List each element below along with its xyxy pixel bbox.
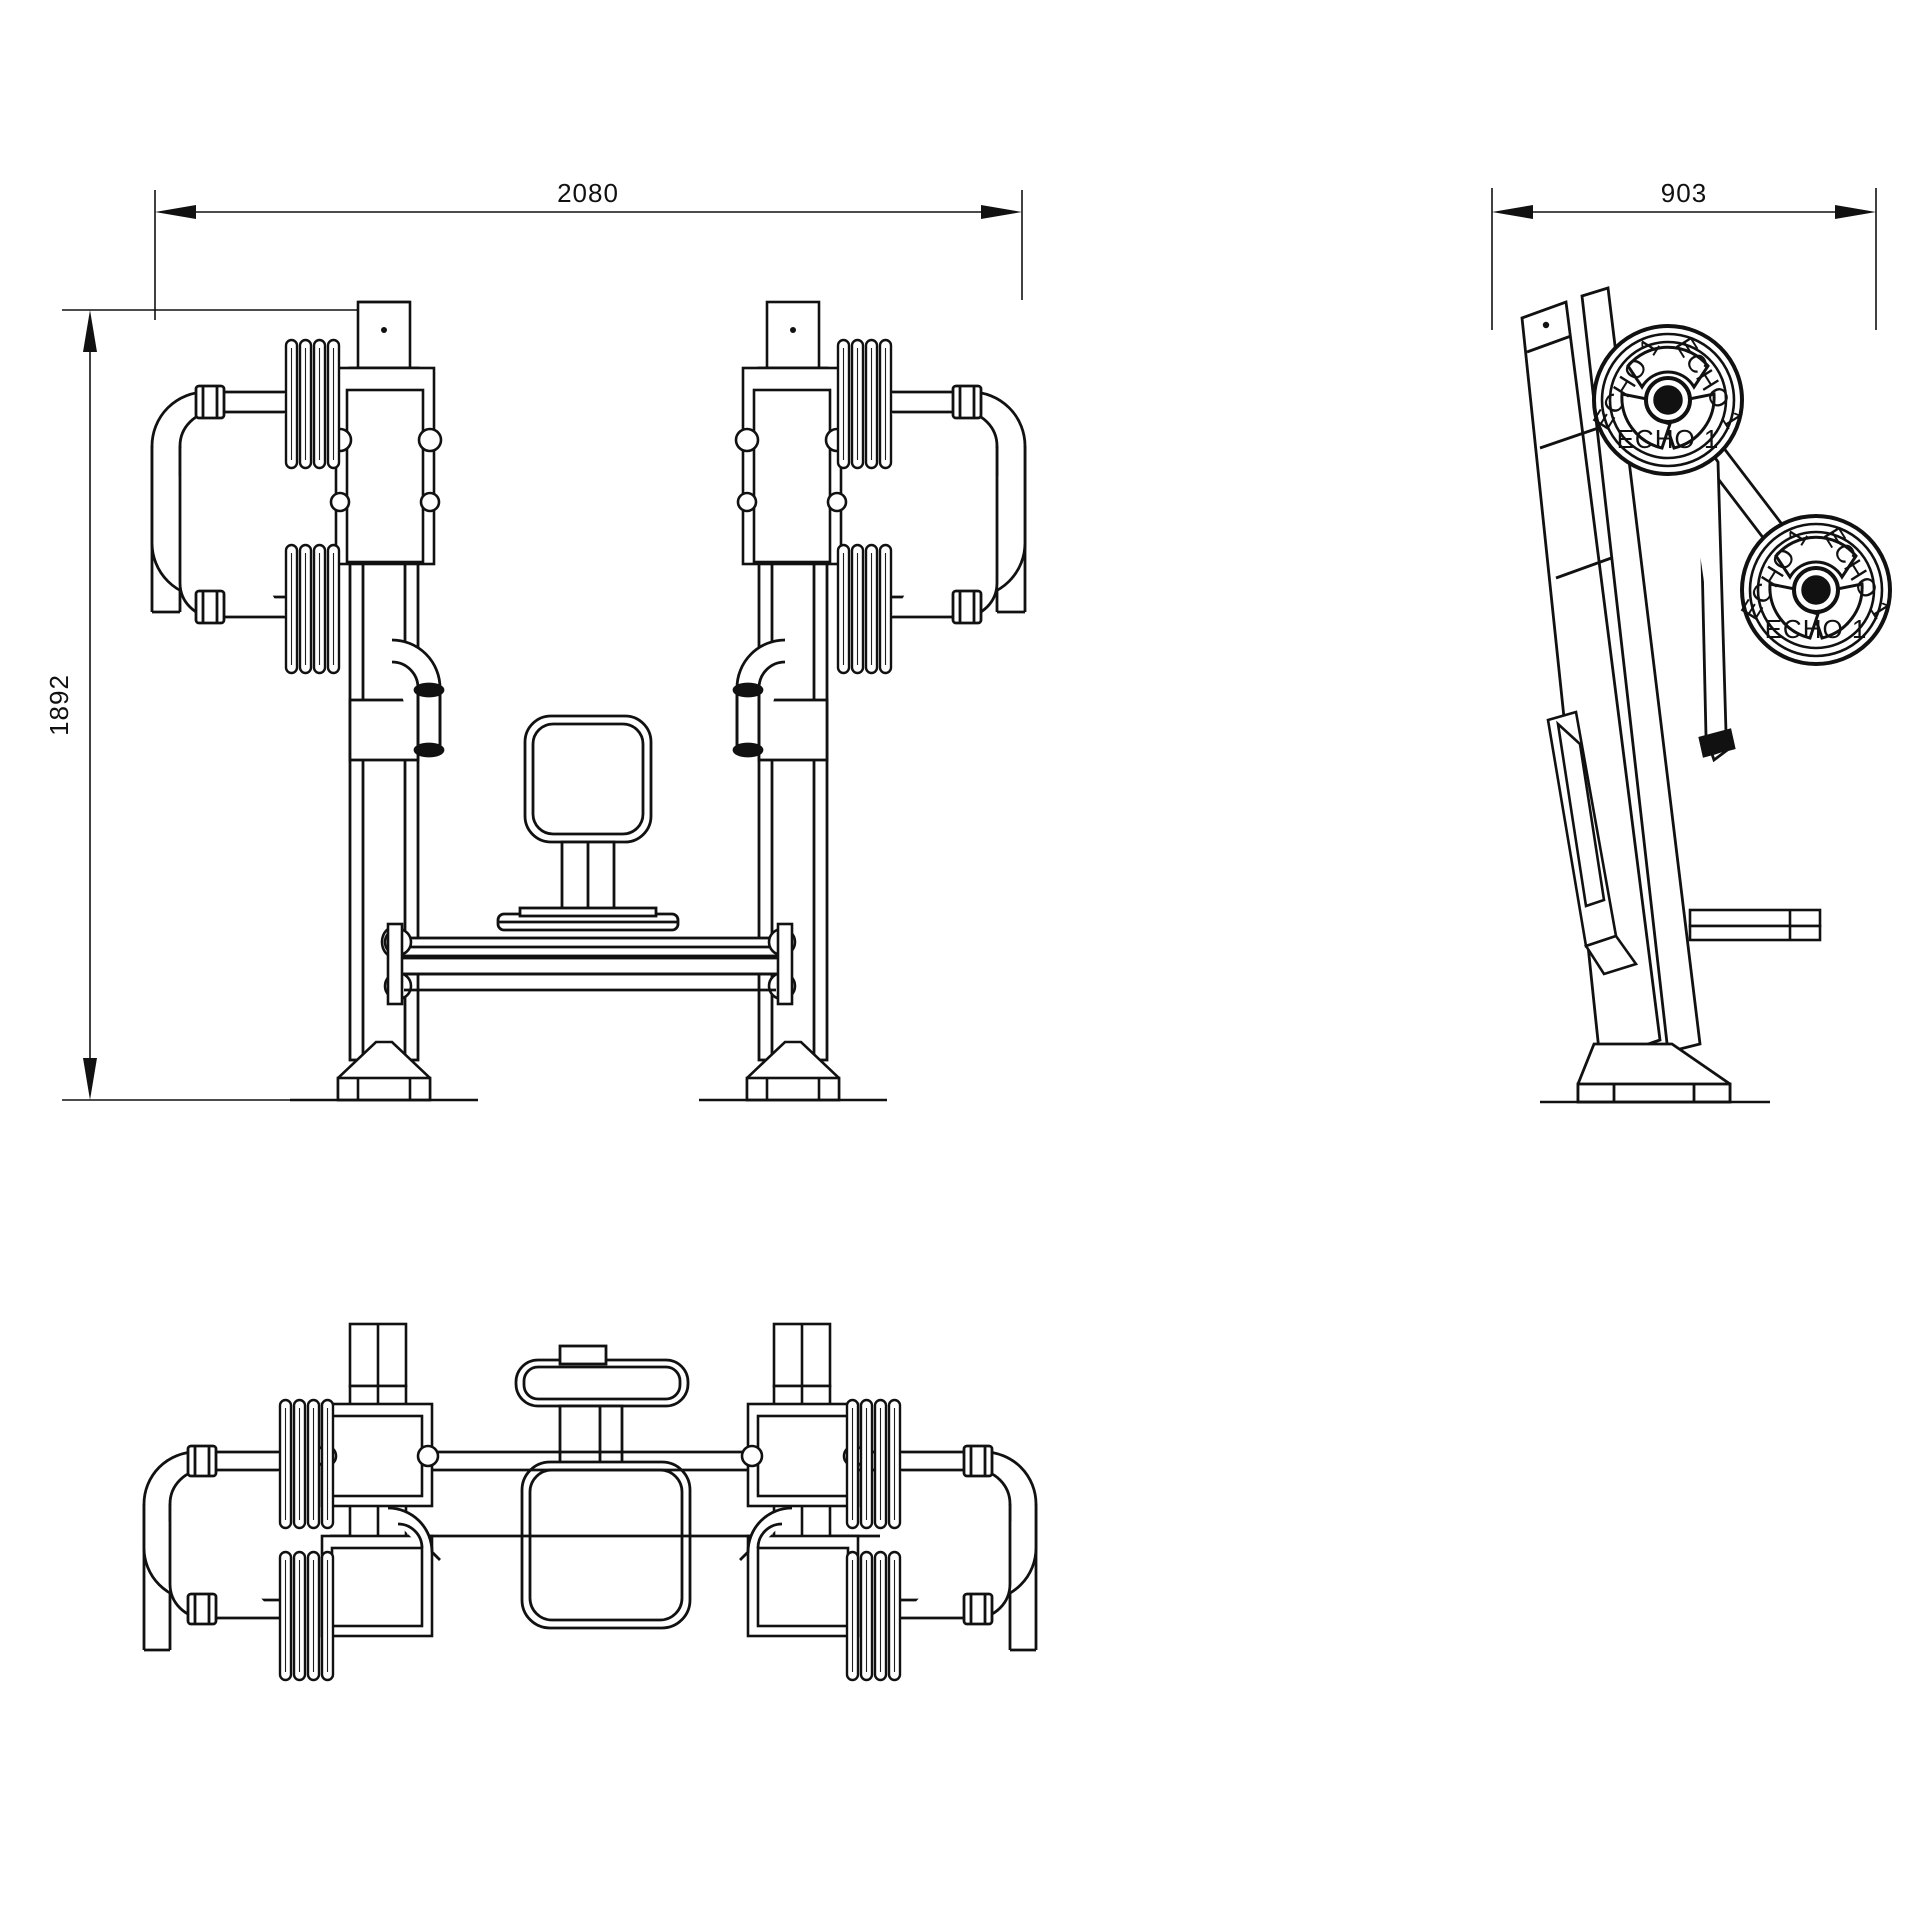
side-backrest (1546, 710, 1639, 976)
dim-arrow-right (981, 205, 1022, 219)
top-right-assembly (739, 1322, 1038, 1682)
side-post-inner-rail (1580, 286, 1702, 1054)
dim-arrow-top (83, 310, 97, 352)
right-lower-handle[interactable] (891, 446, 1027, 625)
plate2-hub-label: ECHO 1 (1765, 614, 1868, 644)
side-elevation-view: 903 (1491, 178, 1898, 1104)
left-lower-handle[interactable] (150, 446, 286, 625)
dim-arrow-bottom (83, 1058, 97, 1100)
front-seat-assembly (496, 714, 680, 932)
backrest-pad (523, 714, 653, 844)
dimension-depth-903 (1491, 188, 1877, 330)
front-elevation-view: 2080 1892 (44, 178, 1027, 1102)
left-vertical-grip[interactable] (391, 638, 445, 758)
right-vertical-grip[interactable] (732, 638, 786, 758)
top-right-grip[interactable] (739, 1506, 793, 1561)
top-plan-view (142, 1322, 1038, 1682)
top-left-grip[interactable] (387, 1506, 441, 1561)
crossbar-end-brackets (380, 922, 797, 1006)
top-backrest-pad (520, 1460, 692, 1630)
dim-arrow-left (155, 205, 196, 219)
side-seat-pad (1688, 908, 1822, 942)
top-left-assembly (142, 1322, 441, 1682)
dimension-width-2080 (154, 190, 1023, 320)
plate-hub-label: ECHO 1 (1617, 424, 1720, 454)
lower-cross-bar (398, 936, 782, 976)
side-weight-plate-upper: ECHO 1 ECHO 1 ECHO 1 (1586, 324, 1750, 476)
dimension-label-depth: 903 (1661, 178, 1707, 208)
top-right-lower-handle[interactable] (900, 1504, 1038, 1626)
dimension-label-width: 2080 (557, 178, 619, 208)
top-left-lower-handle[interactable] (142, 1504, 280, 1626)
dim-arrow-depth-right (1835, 205, 1876, 219)
top-seat-column (558, 1404, 624, 1470)
dimension-label-height: 1892 (44, 674, 74, 736)
dim-arrow-depth-left (1492, 205, 1533, 219)
